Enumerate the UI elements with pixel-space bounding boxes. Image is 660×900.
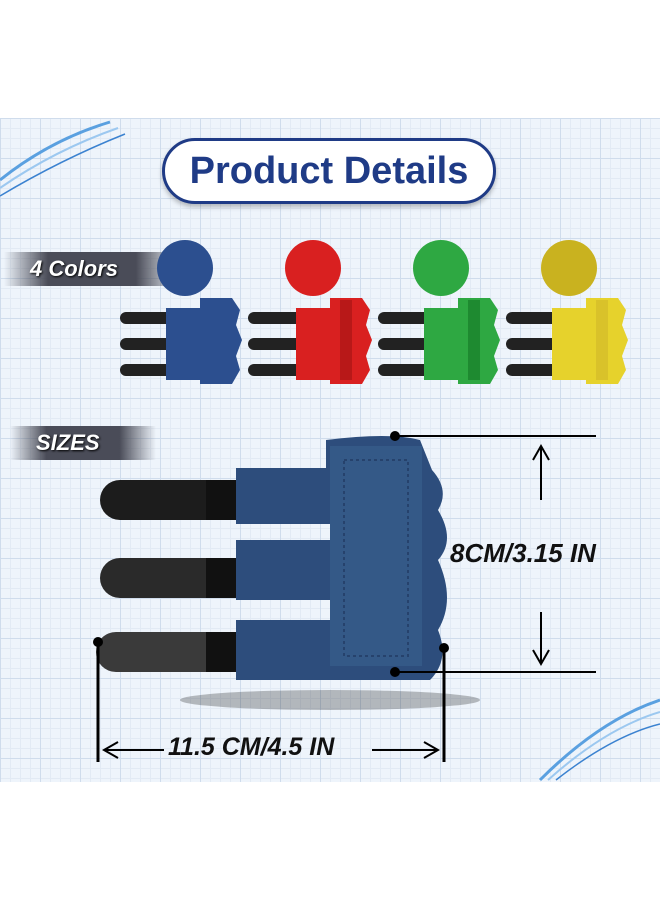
swatch-red [285, 240, 341, 296]
swatch-green [413, 240, 469, 296]
colors-label: 4 Colors [4, 252, 180, 286]
width-dimension-label: 11.5 CM/4.5 IN [168, 733, 335, 761]
color-variant-red [248, 240, 372, 384]
color-variant-blue [120, 240, 242, 384]
height-dimension-label: 8CM/3.15 IN [450, 538, 596, 568]
color-variant-green [378, 240, 500, 384]
sizes-label: SIZES [10, 426, 156, 460]
swatch-yellow [541, 240, 597, 296]
swatch-blue [157, 240, 213, 296]
color-variant-yellow [506, 240, 628, 384]
page-title: Product Details [162, 138, 496, 204]
